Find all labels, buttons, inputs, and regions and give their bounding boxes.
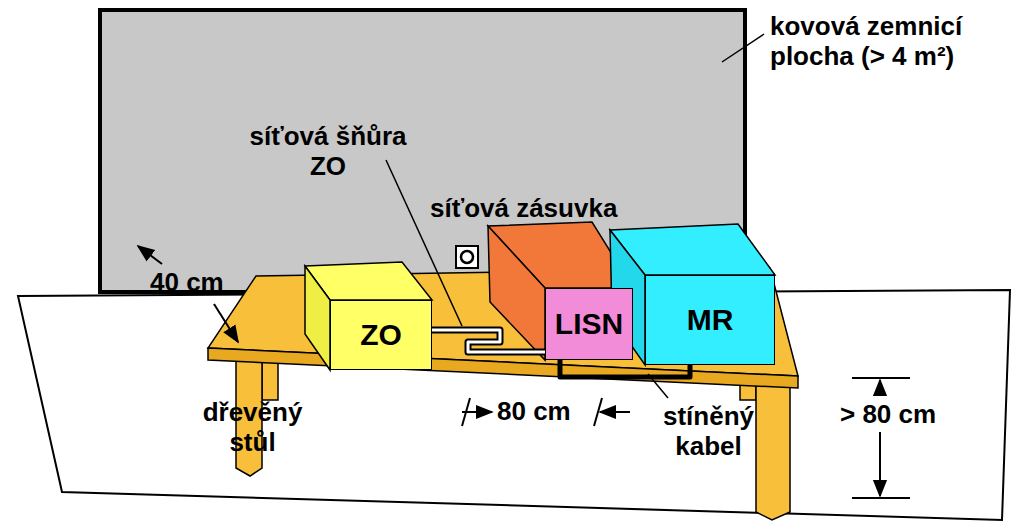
plate-label: kovová zemnicí plocha (> 4 m²) xyxy=(770,12,995,72)
outlet-symbol xyxy=(456,246,478,268)
cable-label: stíněný kabel xyxy=(646,402,771,462)
outlet-label: síťová zásuvka xyxy=(430,194,617,224)
eut-box: ZO xyxy=(330,300,432,370)
zo-side xyxy=(305,266,330,370)
box-label: LISN xyxy=(555,307,623,341)
receiver-box: MR xyxy=(645,275,775,365)
dimension-label: 80 cm xyxy=(497,397,571,427)
cord-label: síťová šňůra ZO xyxy=(228,122,428,182)
dimension-label: 40 cm xyxy=(150,268,224,298)
dimension-label: > 80 cm xyxy=(840,400,936,430)
lisn-box: LISN xyxy=(545,288,633,360)
table-label: dřevěný stůl xyxy=(190,398,315,458)
dimension-lines xyxy=(138,246,910,498)
mains-cord xyxy=(432,330,545,352)
box-label: ZO xyxy=(360,318,402,352)
box-label: MR xyxy=(687,303,734,337)
